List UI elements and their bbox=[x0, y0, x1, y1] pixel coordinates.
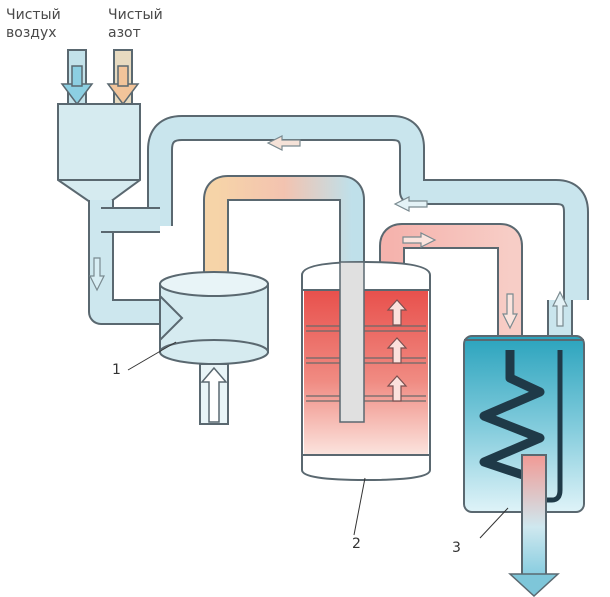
outlet-arrow-icon bbox=[508, 573, 560, 597]
callout-number-2: 2 bbox=[352, 536, 361, 552]
unit-1-compressor bbox=[159, 271, 269, 365]
air-inlet-arrow-icon bbox=[60, 83, 94, 106]
clean-nitrogen-label-line1: Чистый bbox=[108, 7, 163, 23]
clean-air-label-line2: воздух bbox=[6, 25, 57, 41]
upper-cool-pipe bbox=[149, 117, 587, 300]
callout-line-3 bbox=[479, 507, 509, 539]
rising-heat-arrow-icon bbox=[386, 299, 408, 402]
callout-number-3: 3 bbox=[452, 540, 461, 556]
unit1-to-unit2-pipe bbox=[205, 177, 363, 420]
clean-air-label-line1: Чистый bbox=[6, 7, 61, 23]
clean-nitrogen-label: Чистый азот bbox=[108, 6, 163, 42]
flow-arrow-icon bbox=[89, 257, 105, 292]
flow-arrow-icon bbox=[393, 196, 428, 212]
flow-arrow-icon bbox=[552, 290, 568, 327]
clean-air-label: Чистый воздух bbox=[6, 6, 61, 42]
nitrogen-inlet-arrow-icon bbox=[106, 83, 140, 106]
clean-nitrogen-label-line2: азот bbox=[108, 25, 141, 41]
callout-line-2 bbox=[353, 477, 366, 536]
mixer-to-unit1-pipe bbox=[90, 200, 160, 323]
callout-line-1 bbox=[127, 341, 177, 371]
flow-arrow-icon bbox=[266, 135, 301, 151]
unit-2-heater-vessel bbox=[301, 260, 431, 482]
unit2-to-unit3-pipe bbox=[381, 225, 521, 340]
up-arrow-icon bbox=[200, 366, 228, 423]
mixer-chamber bbox=[57, 103, 141, 203]
flow-arrow-icon bbox=[402, 232, 437, 248]
callout-number-1: 1 bbox=[112, 362, 121, 378]
unit-3-outlet-pipe bbox=[508, 454, 560, 597]
flow-arrow-icon bbox=[502, 293, 518, 330]
unit-1-bottom-inlet-pipe bbox=[199, 363, 229, 425]
